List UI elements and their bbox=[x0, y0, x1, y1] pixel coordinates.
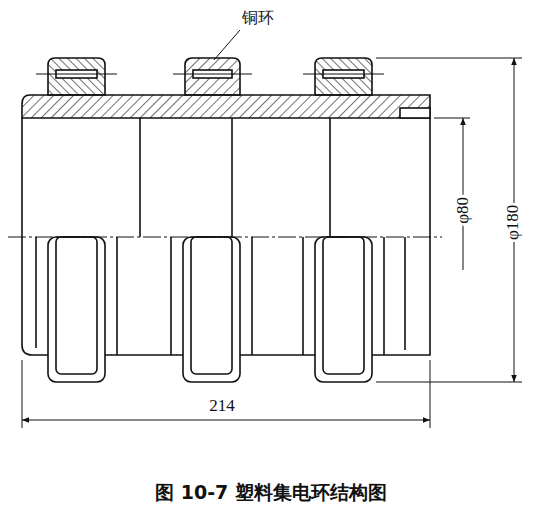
dimension-lines bbox=[22, 30, 522, 428]
dimension-text: φ180 bbox=[505, 202, 524, 241]
dimension-text: φ80 bbox=[454, 195, 473, 226]
end-step bbox=[400, 108, 430, 118]
copper-ring-view bbox=[36, 237, 405, 382]
part-name: 铜环 bbox=[242, 9, 274, 27]
copper-ring-section bbox=[36, 58, 384, 95]
center-line bbox=[8, 237, 442, 238]
dimension-text: 214 bbox=[209, 397, 235, 416]
figure-caption: 图 10-7 塑料集电环结构图 bbox=[155, 482, 387, 503]
sleeve-section bbox=[22, 95, 430, 118]
